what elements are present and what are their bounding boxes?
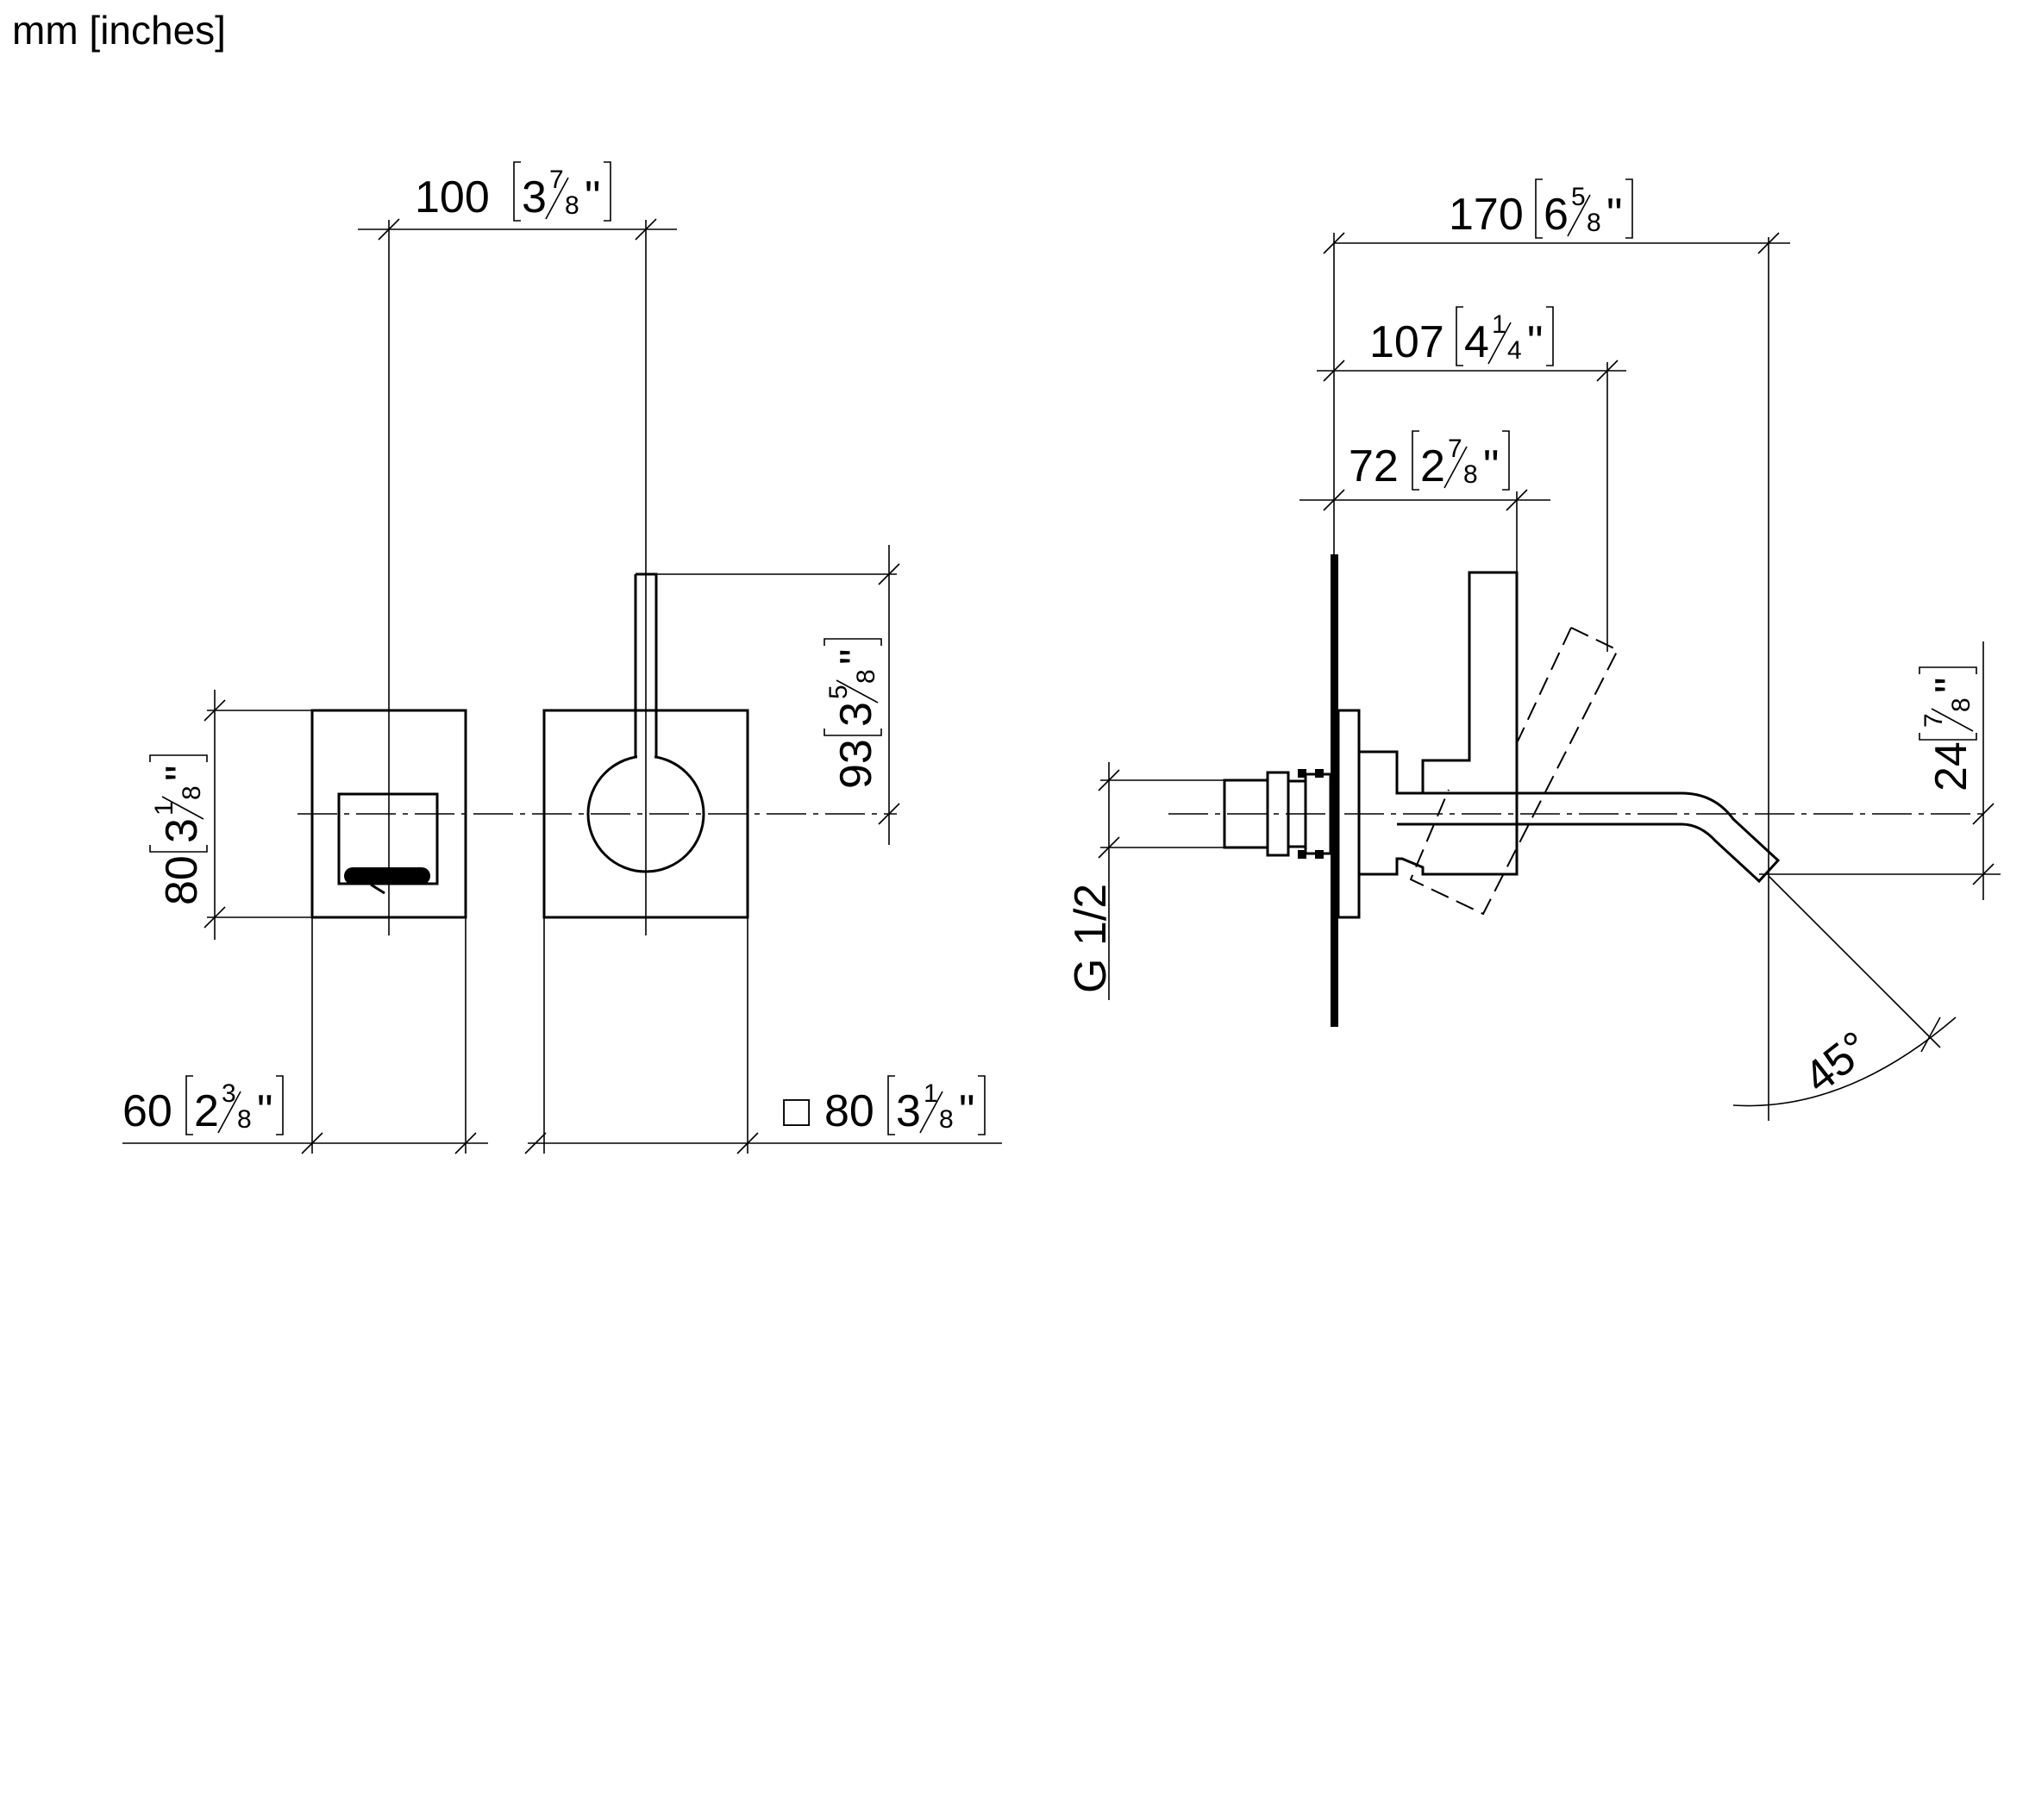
svg-text:8: 8 [1463, 460, 1478, 489]
svg-text:3: 3 [522, 172, 547, 222]
svg-text:3: 3 [896, 1086, 921, 1136]
svg-text:8: 8 [237, 1105, 252, 1134]
mixer-body [1359, 571, 1519, 876]
angle-label: 45° [1795, 1022, 1880, 1103]
svg-text:1: 1 [1492, 310, 1506, 339]
svg-text:8: 8 [939, 1105, 954, 1134]
svg-text:6: 6 [1544, 190, 1569, 240]
front-view: 100 3 7 8 " 80 3 1 8 " [122, 161, 1002, 1154]
svg-text:7: 7 [549, 166, 564, 194]
svg-text:": " [157, 766, 207, 781]
dim-lever-projection: 107 4 1 4 " [1317, 306, 1626, 652]
dim-centre-distance-mm: 100 [415, 172, 490, 222]
svg-text:": " [257, 1086, 272, 1136]
dim-lever-projection-mm: 107 [1369, 317, 1444, 367]
svg-text:2: 2 [1420, 441, 1445, 491]
svg-text:5: 5 [824, 685, 853, 699]
svg-text:2: 2 [194, 1086, 219, 1136]
svg-text:1: 1 [150, 801, 178, 816]
spout [1397, 791, 1781, 884]
thread-label: G 1/2 [1066, 884, 1116, 993]
diverter-knob-foot [370, 883, 385, 895]
dim-overall-projection-mm: 170 [1449, 190, 1524, 240]
svg-text:1: 1 [924, 1079, 938, 1108]
svg-text:": " [585, 172, 600, 222]
units-label: mm [inches] [12, 8, 226, 53]
svg-text:8: 8 [178, 785, 206, 800]
dim-centre-distance: 100 3 7 8 " [358, 161, 677, 241]
dim-mixer-plate-width-mm: 80 [824, 1086, 874, 1136]
svg-text:3: 3 [157, 818, 207, 843]
svg-text:": " [831, 649, 881, 665]
svg-text:": " [1606, 190, 1622, 240]
dim-plate-height-mm: 80 [157, 855, 207, 905]
svg-text:8: 8 [852, 669, 880, 684]
svg-text:3: 3 [831, 702, 881, 727]
angle-45: 45° [1732, 875, 1957, 1107]
svg-text:3: 3 [222, 1079, 236, 1108]
svg-text:8: 8 [1587, 209, 1601, 237]
svg-text:5: 5 [1571, 183, 1586, 211]
dim-thread: G 1/2 [1066, 762, 1224, 1000]
side-view: 170 6 5 8 " 107 4 1 4 " [1066, 178, 2001, 1121]
dim-lever-depth-mm: 72 [1349, 441, 1399, 491]
svg-text:": " [1926, 678, 1976, 693]
svg-text:": " [1527, 317, 1543, 367]
square-symbol: □ [783, 1086, 811, 1136]
svg-text:4: 4 [1464, 317, 1489, 367]
dim-diverter-width: 60 2 3 8 " [122, 917, 488, 1154]
dim-lever-height-mm: 93 [831, 739, 881, 789]
wall-line [1331, 554, 1338, 1027]
svg-text:7: 7 [1448, 435, 1462, 463]
svg-text:4: 4 [1507, 336, 1522, 365]
dim-mixer-plate-width: □ 80 3 1 8 " [524, 917, 1002, 1154]
svg-text:8: 8 [1947, 697, 1976, 712]
dim-overall-projection: 170 6 5 8 " [1323, 178, 1790, 1121]
dim-lever-depth: 72 2 7 8 " [1299, 430, 1550, 572]
svg-text:8: 8 [565, 191, 579, 220]
dim-plate-height: 80 3 1 8 " [149, 690, 312, 940]
dim-spout-drop: 24 7 8 " [1759, 641, 2001, 900]
dim-lever-height: 93 3 5 8 " [656, 545, 900, 845]
dim-diverter-width-mm: 60 [122, 1086, 172, 1136]
svg-text:7: 7 [1919, 713, 1948, 728]
dim-spout-drop-mm: 24 [1926, 741, 1976, 791]
svg-text:": " [1483, 441, 1499, 491]
svg-text:": " [959, 1086, 974, 1136]
diverter-knob-grip [344, 867, 430, 885]
lever-rotated-position [1409, 627, 1619, 916]
